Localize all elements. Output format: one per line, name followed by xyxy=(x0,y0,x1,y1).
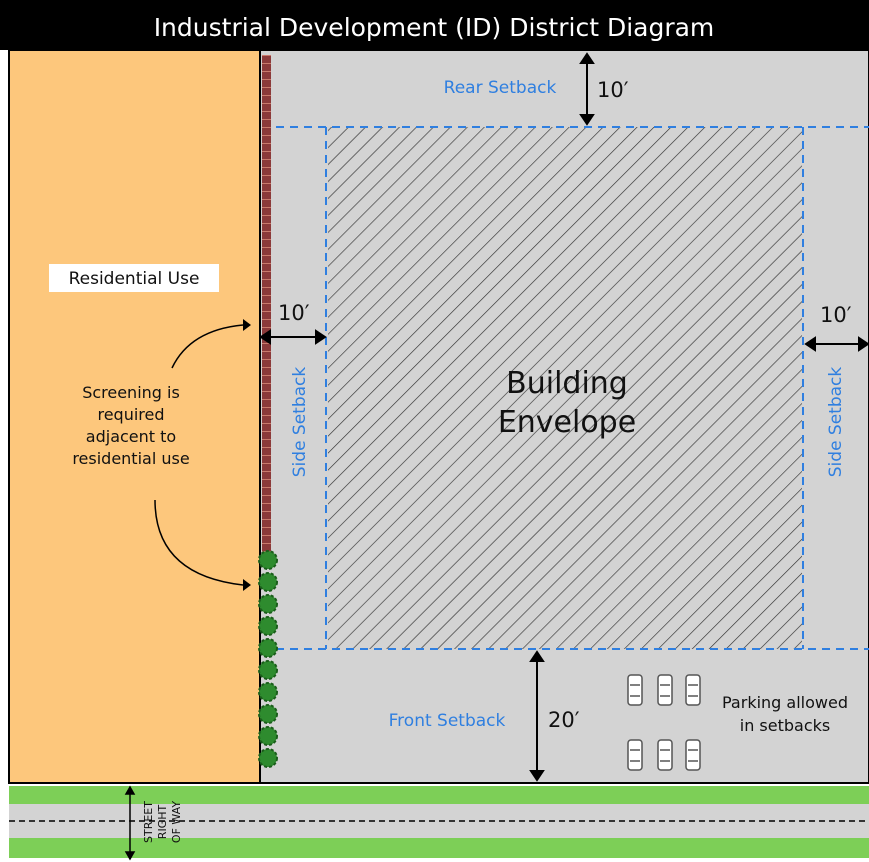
parked-car-icon xyxy=(657,739,673,771)
street-right-of-way xyxy=(9,786,869,858)
screening-note-line3: adjacent to xyxy=(86,427,176,446)
front-setback-label: Front Setback xyxy=(389,711,506,731)
residential-parcel xyxy=(8,49,261,784)
screening-pointer-arrows xyxy=(154,324,244,586)
residential-label-bg xyxy=(49,264,219,292)
title-bar xyxy=(0,0,869,50)
shrub-icon xyxy=(258,726,278,746)
front-setback-dimension: 20′ xyxy=(548,708,580,732)
pointer-arrowhead-top xyxy=(243,319,251,331)
left-side-dimension-arrow-icon xyxy=(259,329,327,345)
diagram-title: Industrial Development (ID) District Dia… xyxy=(154,13,715,42)
rear-setback-dimension: 10′ xyxy=(597,78,629,102)
side-setback-left-label: Side Setback xyxy=(290,367,310,478)
screening-note-line4: residential use xyxy=(72,449,189,468)
parking-note-line1: Parking allowed xyxy=(722,693,848,712)
parking-note-line2: in setbacks xyxy=(740,716,830,735)
parked-car-icon xyxy=(627,739,643,771)
shrub-row xyxy=(258,550,278,768)
street-label-line2: RIGHT xyxy=(156,805,169,840)
right-side-dimension-arrow-icon xyxy=(804,336,869,352)
building-envelope xyxy=(328,127,802,649)
parking-spaces xyxy=(627,674,701,771)
street-label-line1: STREET xyxy=(142,801,155,843)
shrub-icon xyxy=(258,660,278,680)
building-envelope-label-line1: Building xyxy=(506,366,628,401)
parked-car-icon xyxy=(627,674,643,706)
shrub-icon xyxy=(258,704,278,724)
screening-note-line2: required xyxy=(97,405,164,424)
shrub-icon xyxy=(258,550,278,570)
shrub-icon xyxy=(258,682,278,702)
setback-lines xyxy=(262,126,869,650)
front-dimension-arrow-icon xyxy=(529,650,545,782)
parked-car-icon xyxy=(657,674,673,706)
parked-car-icon xyxy=(685,739,701,771)
shrub-icon xyxy=(258,616,278,636)
building-envelope-label-line2: Envelope xyxy=(498,405,636,440)
residential-use-label: Residential Use xyxy=(69,269,200,289)
pointer-arrowhead-bottom xyxy=(243,579,251,591)
right-side-dimension: 10′ xyxy=(820,303,852,327)
shrub-icon xyxy=(258,572,278,592)
shrub-icon xyxy=(258,638,278,658)
street-dimension-arrow-icon xyxy=(124,785,136,861)
side-setback-right-label: Side Setback xyxy=(826,367,846,478)
street-label-line3: OF WAY xyxy=(170,801,183,843)
shrub-icon xyxy=(258,594,278,614)
screening-wall xyxy=(262,55,271,555)
shrub-icon xyxy=(258,748,278,768)
screening-note-line1: Screening is xyxy=(82,383,180,402)
left-side-dimension: 10′ xyxy=(278,301,310,325)
rear-dimension-arrow-icon xyxy=(579,52,595,126)
parked-car-icon xyxy=(685,674,701,706)
rear-setback-label: Rear Setback xyxy=(444,78,557,98)
